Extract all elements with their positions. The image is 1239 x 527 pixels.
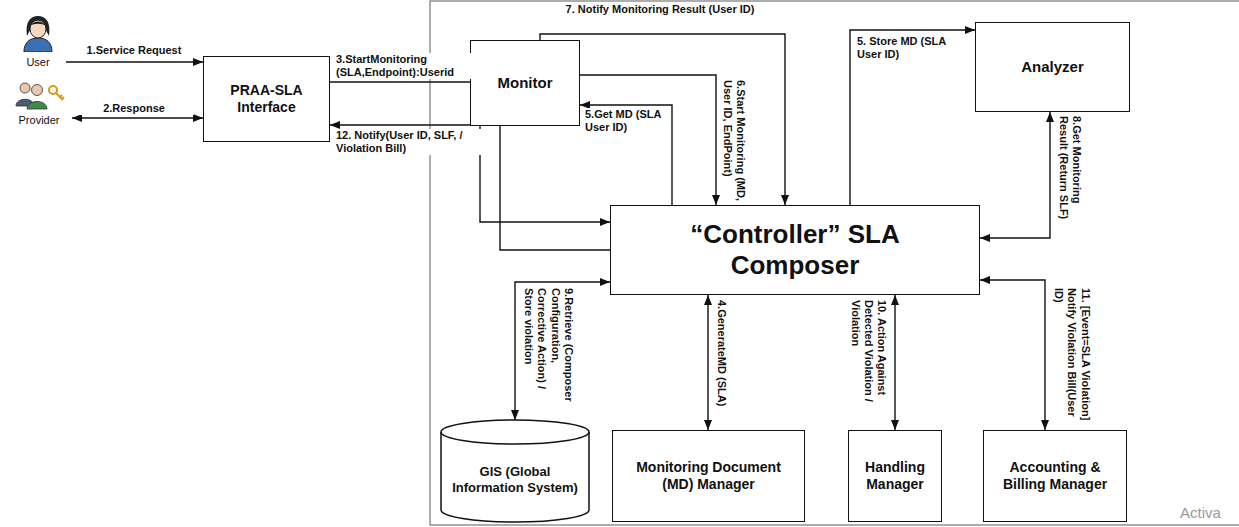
node-text-group: Analyzer (1021, 58, 1084, 76)
flow-connector (66, 61, 203, 62)
node-text-group: Handling Manager (855, 459, 935, 493)
manager-box: Accounting & Billing Manager (983, 430, 1127, 522)
node-title: Handling Manager (855, 459, 935, 493)
node-title: PRAA-SLA Interface (217, 82, 317, 116)
actor-name: User (26, 56, 49, 69)
node-title: Accounting & Billing Manager (993, 459, 1118, 493)
node-title: Analyzer (1021, 58, 1084, 76)
edge-label: 1.Service Request (68, 44, 200, 57)
edge-label: 6.Start Monitoring (MD, User ID, EndPoin… (720, 80, 748, 202)
actor-figure (13, 80, 65, 114)
flow-connector (72, 117, 203, 118)
flow-connector (850, 30, 975, 205)
user-icon (18, 14, 58, 52)
edge-label: 8.Get Monitoring Result (Return SLF) (1056, 116, 1084, 234)
edge-label: 3.StartMonitoring (SLA,Endpoint):Userid (335, 53, 477, 79)
node-text-group: GIS (Global Information System) (450, 464, 580, 495)
edge-label: 4.GenerateMD (SLA) (714, 300, 729, 425)
component-box: Monitor (470, 40, 580, 126)
node-text-group: Monitoring Document (MD) Manager (629, 459, 789, 493)
edge-label: 7. Notify Monitoring Result (User ID) (560, 3, 760, 16)
edge-label: 5. Store MD (SLA User ID) (856, 35, 971, 61)
edge-label: 2.Response (74, 102, 194, 115)
flow-connector (980, 280, 1045, 430)
flow-connector (515, 282, 610, 420)
node-title: Monitor (498, 74, 553, 92)
node-text-group: User (26, 56, 49, 69)
node-title: Monitoring Document (MD) Manager (629, 459, 789, 493)
node-text-group: “Controller” SLA Composer (680, 219, 910, 281)
actor-icon: User (10, 14, 66, 78)
provider-icon (13, 80, 65, 110)
edge-label: 12. Notify(User ID, SLF, / Violation Bil… (335, 129, 495, 155)
edge-label: 9.Retrieve (Composer Configuration, Corr… (521, 288, 576, 416)
node-title: “Controller” SLA Composer (680, 219, 910, 281)
controller-box: “Controller” SLA Composer (610, 205, 980, 295)
node-text-group: Monitor (498, 74, 553, 92)
actor-icon: Provider (6, 80, 72, 136)
flow-connector (580, 105, 672, 205)
edge-label: 5.Get MD (SLA User ID) (584, 108, 670, 134)
watermark: Activa (1180, 504, 1221, 521)
actor-name: Provider (19, 114, 60, 127)
node-title: GIS (Global Information System) (450, 464, 580, 495)
manager-box: Monitoring Document (MD) Manager (612, 430, 805, 522)
flow-connector (894, 295, 895, 430)
actor-figure (18, 14, 58, 56)
flow-connector (980, 112, 1050, 238)
edge-label: 10. Action Against Detected Violation / … (847, 300, 889, 426)
edge-label: 11. [Event=SLA Violation] Notify Violati… (1051, 288, 1093, 424)
component-box: Analyzer (975, 22, 1130, 112)
node-text-group: Accounting & Billing Manager (993, 459, 1118, 493)
database-cylinder: GIS (Global Information System) (440, 420, 590, 522)
system-boundary (430, 1, 1239, 525)
flow-connector (707, 295, 708, 430)
flow-connector (330, 125, 610, 250)
interface-box: PRAA-SLA Interface (203, 56, 330, 142)
node-text-group: Provider (19, 114, 60, 127)
node-text-group: PRAA-SLA Interface (217, 82, 317, 116)
manager-box: Handling Manager (848, 430, 942, 522)
flow-connector (580, 75, 716, 205)
